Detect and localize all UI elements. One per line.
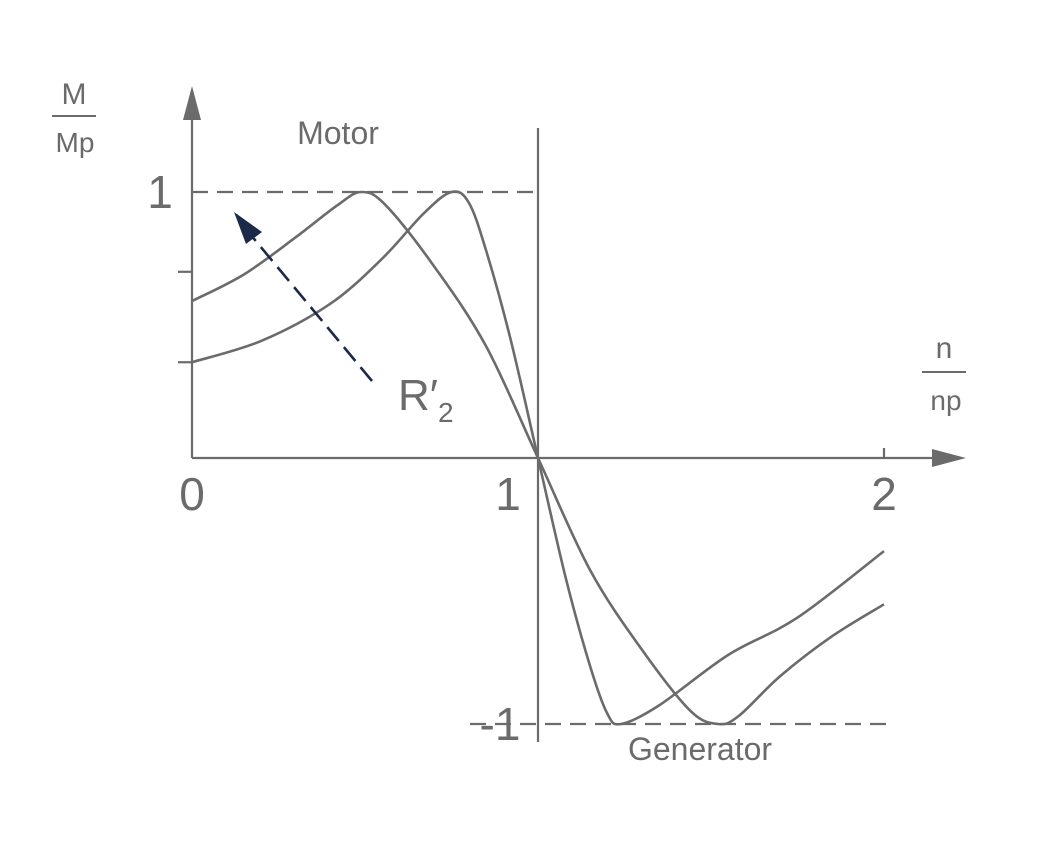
torque-curve-2 xyxy=(191,190,885,726)
tick-labels: 0 1 2 1 -1 xyxy=(147,166,897,750)
y-axis-label-denominator: Mp xyxy=(56,127,95,158)
tick-marks xyxy=(178,270,886,458)
parameter-label-subscript: 2 xyxy=(438,397,454,428)
curve-group xyxy=(191,190,885,726)
parameter-direction-arrow xyxy=(248,233,374,382)
parameter-arrowhead-icon xyxy=(234,212,262,244)
x-tick-label: 2 xyxy=(871,468,897,520)
parameter-label: R′2 xyxy=(398,371,454,428)
x-tick-label: 0 xyxy=(179,468,205,520)
x-axis-arrowhead xyxy=(932,449,966,467)
y-axis-arrowhead xyxy=(183,86,201,120)
parameter-label-main: R′ xyxy=(398,371,438,420)
x-axis-label-numerator: n xyxy=(936,332,953,365)
x-tick-label: 1 xyxy=(495,468,521,520)
y-axis-label-numerator: M xyxy=(62,78,87,111)
motor-region-label: Motor xyxy=(297,115,379,151)
generator-region-label: Generator xyxy=(628,731,772,767)
y-tick-label: 1 xyxy=(147,166,173,218)
y-tick-label: -1 xyxy=(480,698,521,750)
x-axis-label-denominator: np xyxy=(930,385,961,416)
